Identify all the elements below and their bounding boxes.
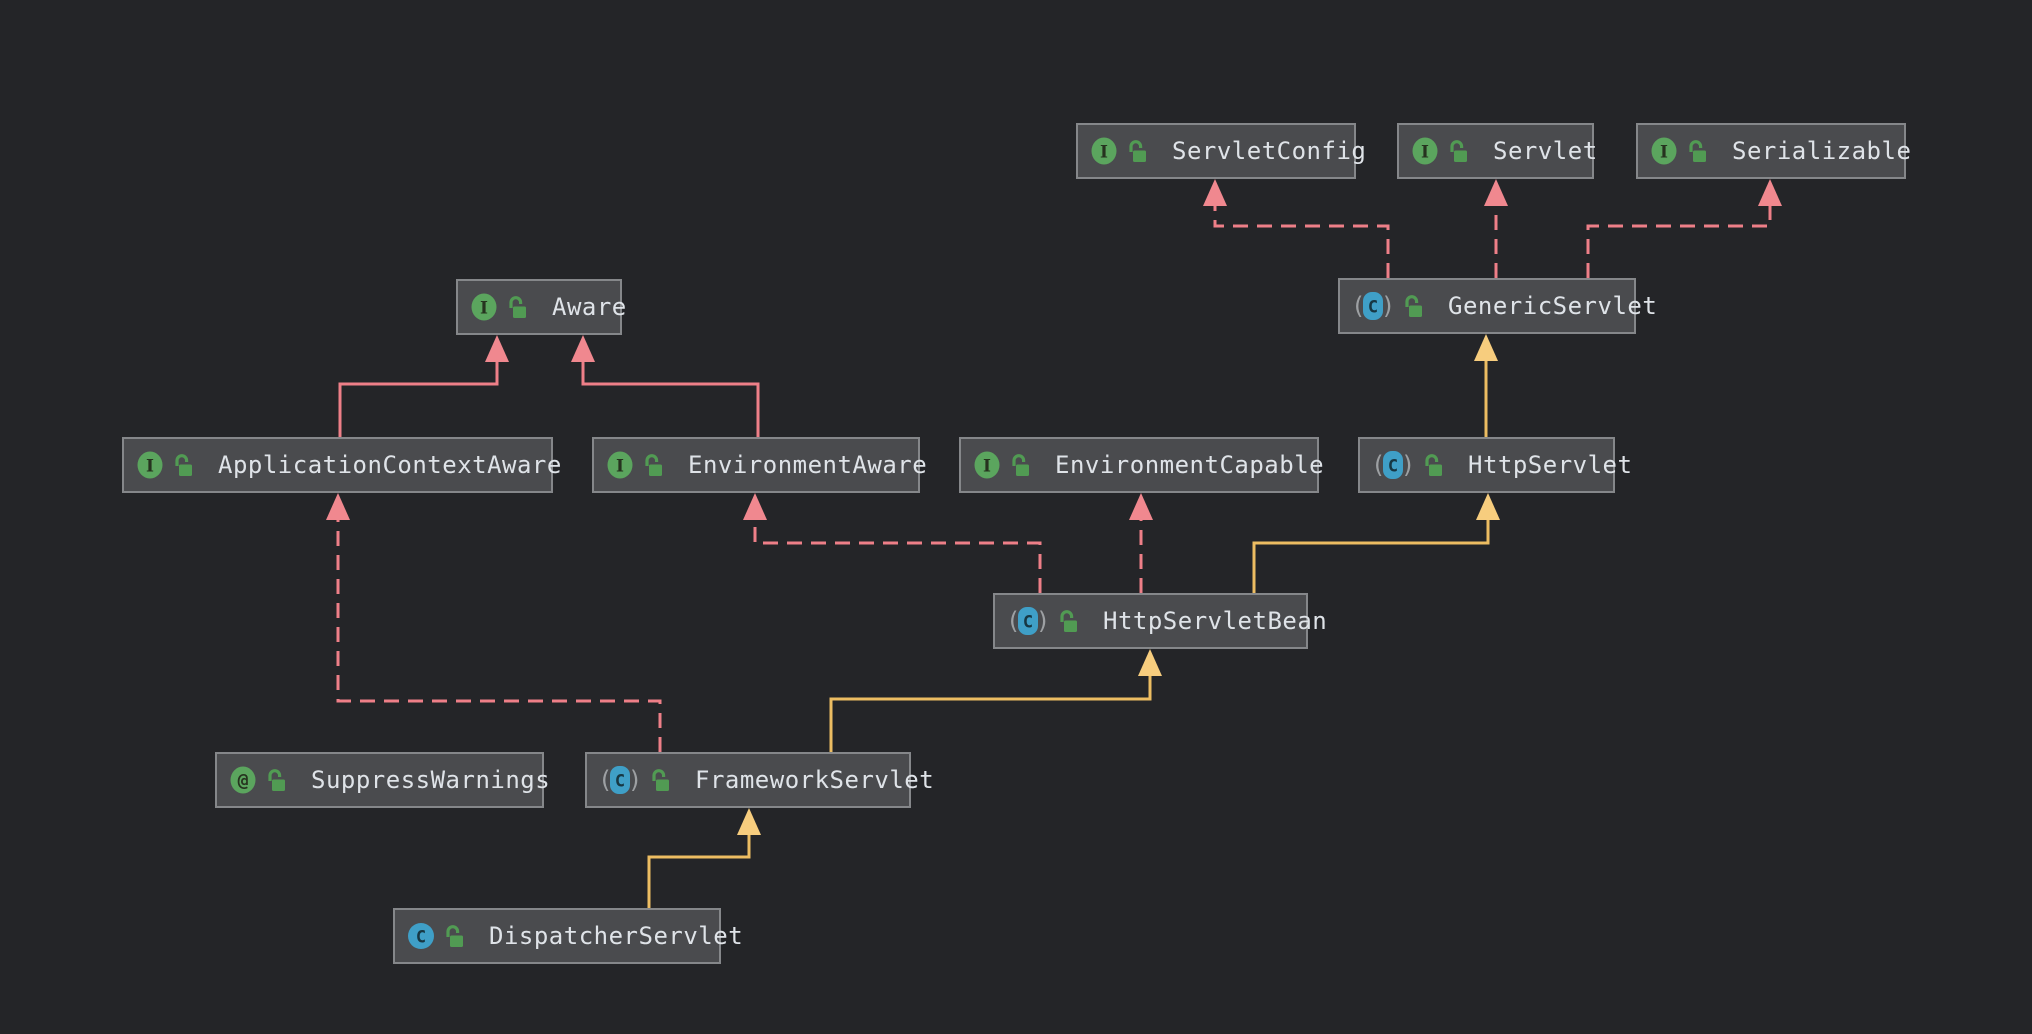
class-node-http-servlet[interactable]: (C) HttpServlet bbox=[1358, 437, 1632, 493]
class-node-environment-aware[interactable]: I EnvironmentAware bbox=[592, 437, 927, 493]
arrowhead-environment-aware-aware bbox=[571, 335, 595, 362]
svg-text:I: I bbox=[616, 457, 624, 477]
interface-icon: I bbox=[1650, 137, 1678, 165]
class-name-label: DispatcherServlet bbox=[489, 922, 744, 950]
svg-text:I: I bbox=[1100, 143, 1108, 163]
edge-generic-servlet-serializable bbox=[1586, 205, 1772, 278]
interface-icon: I bbox=[136, 451, 164, 479]
edge-generic-servlet-servlet-config bbox=[1213, 205, 1390, 278]
unlocked-icon bbox=[650, 767, 672, 793]
svg-text:C: C bbox=[1388, 457, 1398, 477]
interface-icon: I bbox=[1411, 137, 1439, 165]
abstract-class-icon: (C) bbox=[1352, 291, 1394, 321]
class-node-framework-servlet[interactable]: (C) FrameworkServlet bbox=[585, 752, 934, 808]
edge-framework-servlet-application-context-aware bbox=[336, 519, 662, 752]
svg-text:): ) bbox=[1383, 292, 1392, 320]
class-icon: C bbox=[407, 922, 435, 950]
edge-http-servlet-bean-http-servlet bbox=[1252, 519, 1490, 593]
edge-http-servlet-bean-environment-aware bbox=[753, 519, 1042, 593]
svg-text:C: C bbox=[416, 928, 426, 948]
arrowhead-generic-servlet-serializable bbox=[1758, 179, 1782, 206]
class-name-label: Aware bbox=[552, 293, 627, 321]
arrowhead-framework-servlet-http-servlet-bean bbox=[1138, 649, 1162, 676]
edge-dispatcher-servlet-framework-servlet bbox=[647, 834, 751, 908]
arrowhead-http-servlet-bean-environment-capable bbox=[1129, 493, 1153, 520]
edge-application-context-aware-aware bbox=[338, 361, 499, 437]
arrowhead-http-servlet-bean-http-servlet bbox=[1476, 493, 1500, 520]
svg-text:I: I bbox=[1421, 143, 1429, 163]
svg-text:I: I bbox=[146, 457, 154, 477]
unlocked-icon bbox=[1687, 138, 1709, 164]
abstract-class-icon: (C) bbox=[599, 765, 641, 795]
arrowhead-application-context-aware-aware bbox=[485, 335, 509, 362]
unlocked-icon bbox=[643, 452, 665, 478]
class-name-label: Servlet bbox=[1493, 137, 1598, 165]
svg-text:I: I bbox=[480, 299, 488, 319]
interface-icon: I bbox=[606, 451, 634, 479]
svg-text:I: I bbox=[983, 457, 991, 477]
class-name-label: HttpServlet bbox=[1468, 451, 1633, 479]
edge-framework-servlet-http-servlet-bean bbox=[829, 675, 1152, 752]
unlocked-icon bbox=[1010, 452, 1032, 478]
class-node-serializable[interactable]: I Serializable bbox=[1636, 123, 1911, 179]
interface-icon: I bbox=[470, 293, 498, 321]
svg-text:): ) bbox=[630, 766, 639, 794]
svg-text:(: ( bbox=[1374, 451, 1383, 479]
unlocked-icon bbox=[444, 923, 466, 949]
class-node-application-context-aware[interactable]: I ApplicationContextAware bbox=[122, 437, 561, 493]
unlocked-icon bbox=[1403, 293, 1425, 319]
svg-text:C: C bbox=[615, 772, 625, 792]
class-node-dispatcher-servlet[interactable]: C DispatcherServlet bbox=[393, 908, 743, 964]
svg-text:C: C bbox=[1023, 613, 1033, 633]
unlocked-icon bbox=[1058, 608, 1080, 634]
class-name-label: SuppressWarnings bbox=[311, 766, 551, 794]
arrowhead-generic-servlet-servlet bbox=[1484, 179, 1508, 206]
svg-text:): ) bbox=[1038, 607, 1047, 635]
class-node-servlet[interactable]: I Servlet bbox=[1397, 123, 1597, 179]
annotation-icon: @ bbox=[229, 766, 257, 794]
arrowhead-framework-servlet-application-context-aware bbox=[326, 493, 350, 520]
svg-text:(: ( bbox=[601, 766, 610, 794]
class-name-label: EnvironmentAware bbox=[688, 451, 928, 479]
class-node-http-servlet-bean[interactable]: (C) HttpServletBean bbox=[993, 593, 1327, 649]
svg-text:C: C bbox=[1368, 298, 1378, 318]
svg-text:(: ( bbox=[1009, 607, 1018, 635]
class-node-servlet-config[interactable]: I ServletConfig bbox=[1076, 123, 1366, 179]
edge-environment-aware-aware bbox=[581, 361, 760, 437]
unlocked-icon bbox=[266, 767, 288, 793]
interface-icon: I bbox=[973, 451, 1001, 479]
unlocked-icon bbox=[1423, 452, 1445, 478]
class-node-suppress-warnings[interactable]: @ SuppressWarnings bbox=[215, 752, 550, 808]
unlocked-icon bbox=[1448, 138, 1470, 164]
class-node-generic-servlet[interactable]: (C) GenericServlet bbox=[1338, 278, 1657, 334]
class-name-label: ServletConfig bbox=[1172, 137, 1367, 165]
arrowhead-generic-servlet-servlet-config bbox=[1203, 179, 1227, 206]
class-node-aware[interactable]: I Aware bbox=[456, 279, 626, 335]
class-name-label: EnvironmentCapable bbox=[1055, 451, 1325, 479]
svg-text:): ) bbox=[1403, 451, 1412, 479]
class-name-label: FrameworkServlet bbox=[695, 766, 935, 794]
class-name-label: HttpServletBean bbox=[1103, 607, 1328, 635]
svg-text:@: @ bbox=[238, 770, 249, 791]
unlocked-icon bbox=[1127, 138, 1149, 164]
arrowhead-http-servlet-generic-servlet bbox=[1474, 334, 1498, 361]
class-name-label: GenericServlet bbox=[1448, 292, 1658, 320]
arrowhead-http-servlet-bean-environment-aware bbox=[743, 493, 767, 520]
interface-icon: I bbox=[1090, 137, 1118, 165]
unlocked-icon bbox=[173, 452, 195, 478]
svg-text:I: I bbox=[1660, 143, 1668, 163]
unlocked-icon bbox=[507, 294, 529, 320]
class-node-environment-capable[interactable]: I EnvironmentCapable bbox=[959, 437, 1324, 493]
arrowhead-dispatcher-servlet-framework-servlet bbox=[737, 808, 761, 835]
abstract-class-icon: (C) bbox=[1007, 606, 1049, 636]
class-name-label: Serializable bbox=[1732, 137, 1912, 165]
abstract-class-icon: (C) bbox=[1372, 450, 1414, 480]
class-name-label: ApplicationContextAware bbox=[218, 451, 562, 479]
svg-text:(: ( bbox=[1354, 292, 1363, 320]
